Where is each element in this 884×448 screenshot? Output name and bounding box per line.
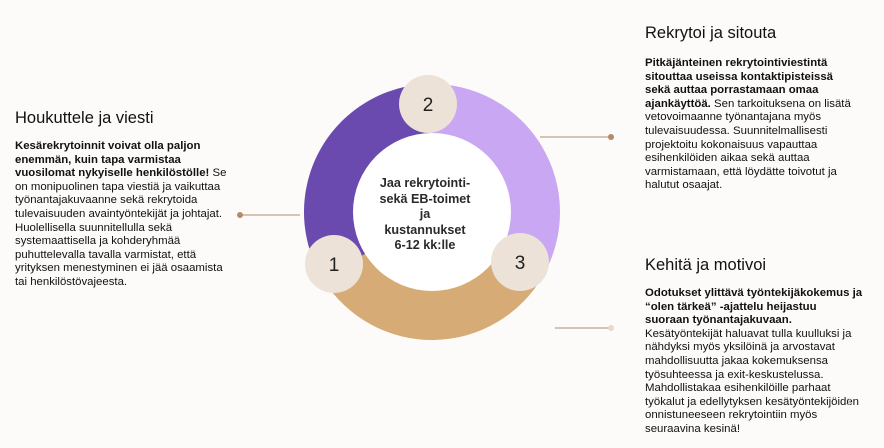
step-badge-2: 2: [399, 75, 457, 133]
center-label: Jaa rekrytointi- sekä EB-toimet ja kusta…: [362, 176, 488, 254]
section-title-attract: Houkuttele ja viesti: [15, 109, 154, 127]
ring-segment-2: [427, 84, 561, 276]
step-badge-3: 3: [491, 233, 549, 291]
section-lead-recruit: Pitkäjänteinen rekrytointiviestintä sito…: [645, 57, 834, 110]
connector-left: [237, 212, 300, 218]
section-text-recruit: Pitkäjänteinen rekrytointiviestintä sito…: [645, 57, 857, 193]
svg-text:2: 2: [423, 95, 434, 116]
section-text-develop: Odotukset ylittävä työntekijäkokemus ja …: [645, 287, 863, 437]
center-label-text: Jaa rekrytointi- sekä EB-toimet ja kusta…: [379, 176, 471, 253]
section-title-develop: Kehitä ja motivoi: [645, 256, 767, 274]
section-text-attract: Kesärekrytoinnit voivat olla paljon enem…: [15, 140, 227, 290]
section-body-develop: Kesätyöntekijät haluavat tulla kuulluksi…: [645, 327, 860, 435]
ring-center: [353, 133, 511, 291]
connector-bottom-right: [555, 325, 614, 331]
section-lead-attract: Kesärekrytoinnit voivat olla paljon enem…: [15, 140, 210, 180]
connector-top-right: [540, 134, 614, 140]
section-body-attract: Se on monipuolinen tapa viestiä ja vaiku…: [15, 167, 227, 288]
ring-segment-1: [304, 84, 430, 280]
page-number: 3: [846, 397, 852, 407]
section-title-recruit: Rekrytoi ja sitouta: [645, 24, 777, 42]
svg-text:3: 3: [515, 253, 526, 274]
svg-text:1: 1: [329, 255, 340, 276]
ring-segment-3: [323, 251, 543, 340]
step-badge-1: 1: [305, 235, 363, 293]
section-body-recruit: Sen tarkoituksena on lisätä vetovoimaann…: [645, 97, 851, 192]
section-lead-develop: Odotukset ylittävä työntekijäkokemus ja …: [645, 287, 863, 327]
